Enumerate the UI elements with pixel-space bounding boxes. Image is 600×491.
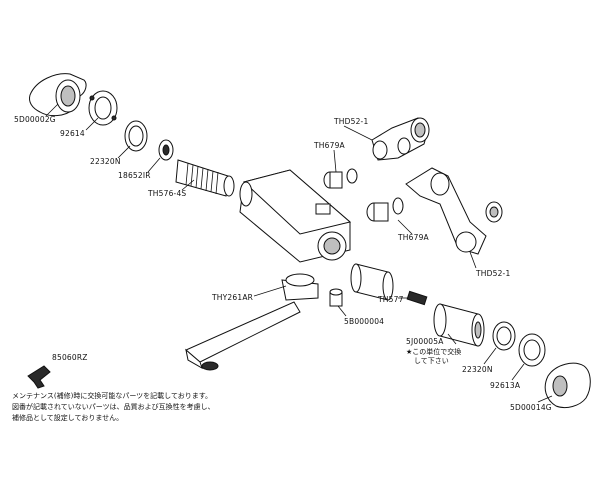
label-cart-right: 5J00005A: [406, 337, 444, 346]
ring-92614: [88, 90, 118, 126]
elbow-right: [405, 167, 503, 255]
label-cartridge-left: TH576-4S: [147, 189, 186, 198]
nut-right: [492, 321, 516, 351]
cap-left: [158, 139, 174, 161]
fitting-right: [366, 197, 404, 222]
nut-left: [124, 120, 148, 152]
label-valve-bottom: 5B000004: [344, 317, 384, 326]
label-strainer: TH577: [377, 295, 404, 304]
right-handle: [544, 362, 591, 409]
strainer-th577: [406, 290, 428, 306]
left-handle: [29, 73, 87, 117]
label-nut-left: 22320N: [90, 157, 121, 166]
label-cap-left: 18652IR: [118, 171, 151, 180]
label-cart-note-1: ★この単位で交換: [406, 347, 461, 356]
elbow-top: [371, 117, 430, 161]
label-handle-right: 5D00014G: [510, 403, 552, 412]
fitting-top: [323, 168, 358, 189]
spout: [185, 273, 319, 371]
label-nut-right: 22320N: [462, 365, 493, 374]
valve-5b000004: [329, 288, 343, 307]
leader-lines: [45, 103, 553, 403]
key-85060rz: [27, 365, 51, 389]
valve-body: [239, 169, 352, 263]
footnote-line-2: 図番が記載されていないパーツは、品質および互換性を考慮し、: [12, 402, 215, 411]
label-thd52-top: THD52-1: [333, 117, 368, 126]
cartridge-left: [175, 159, 235, 197]
label-ring-right: 92613A: [490, 381, 521, 390]
footnote-line-3: 補修品として設定しておりません。: [12, 413, 123, 422]
label-thd52-right: THD52-1: [475, 269, 510, 278]
label-key: 85060RZ: [52, 353, 88, 362]
label-spout: THY261AR: [211, 293, 253, 302]
label-th679a-right: TH679A: [397, 233, 430, 242]
label-ring-92614: 92614: [60, 129, 85, 138]
ring-right: [518, 333, 546, 367]
cartridge-right-top: [350, 263, 394, 301]
label-handle-left: 5D00002G: [14, 115, 56, 124]
label-cart-note-2: して下さい: [414, 357, 449, 365]
label-th679a-top: TH679A: [313, 141, 346, 150]
footnote-line-1: メンテナンス(補修)時に交換可能なパーツを記載しております。: [12, 391, 212, 400]
